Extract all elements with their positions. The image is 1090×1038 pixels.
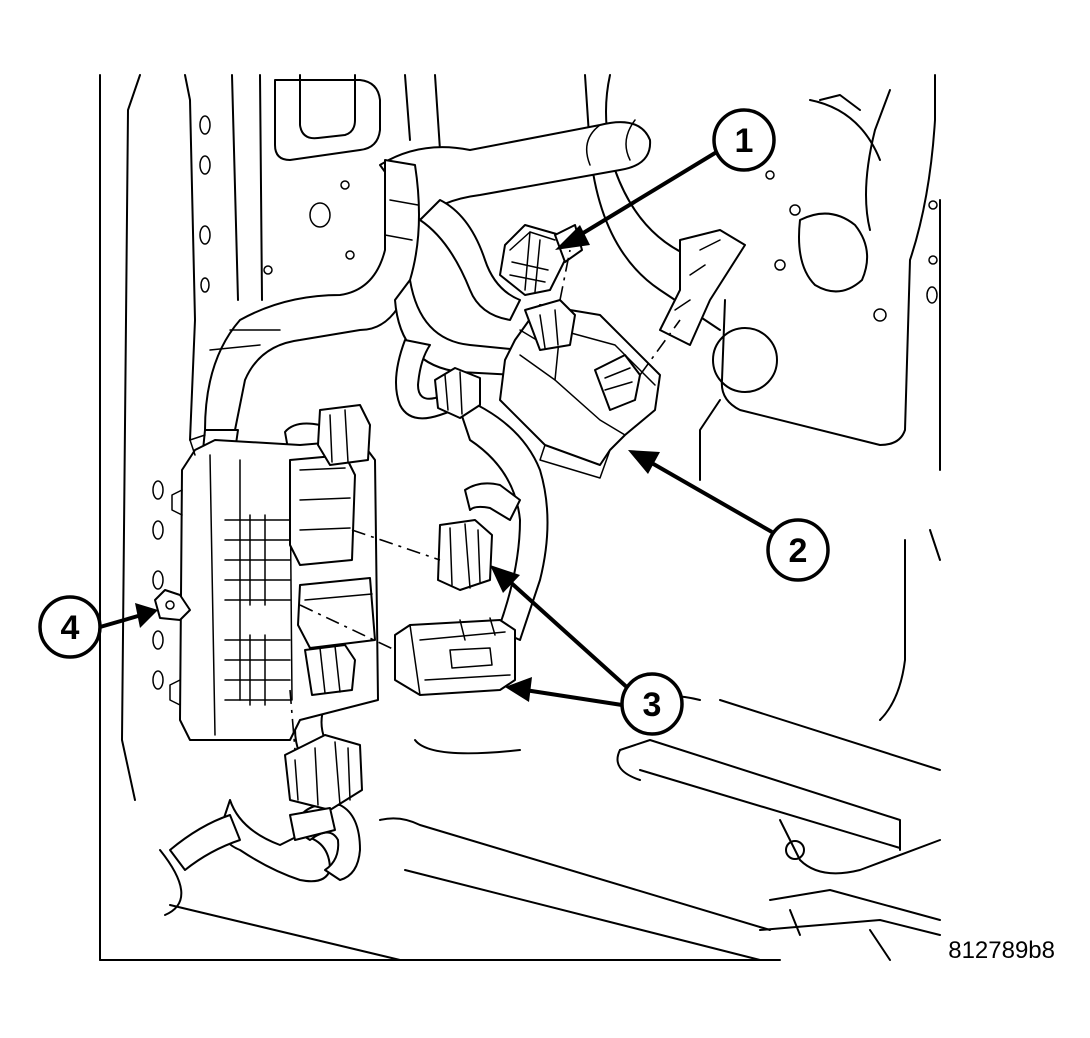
callout-4: 4 xyxy=(38,595,102,659)
callout-2-label: 2 xyxy=(789,532,808,570)
callout-3-label: 3 xyxy=(643,686,662,724)
fuse-grid xyxy=(224,514,291,706)
callout-1: 1 xyxy=(712,108,776,172)
connectors-3 xyxy=(394,519,516,696)
lower-connector xyxy=(284,734,363,841)
callout-1-label: 1 xyxy=(735,122,754,160)
junction-block xyxy=(154,404,379,741)
callout-4-label: 4 xyxy=(61,609,80,647)
callout-2: 2 xyxy=(766,518,830,582)
callout-3: 3 xyxy=(620,672,684,736)
vehicle-body-structure xyxy=(99,74,941,961)
loop-connector xyxy=(434,367,481,419)
module-2 xyxy=(499,229,746,479)
leader-arrows xyxy=(99,148,773,707)
alignment-lines xyxy=(289,249,681,751)
figure-id: 812789b8 xyxy=(948,937,1055,964)
